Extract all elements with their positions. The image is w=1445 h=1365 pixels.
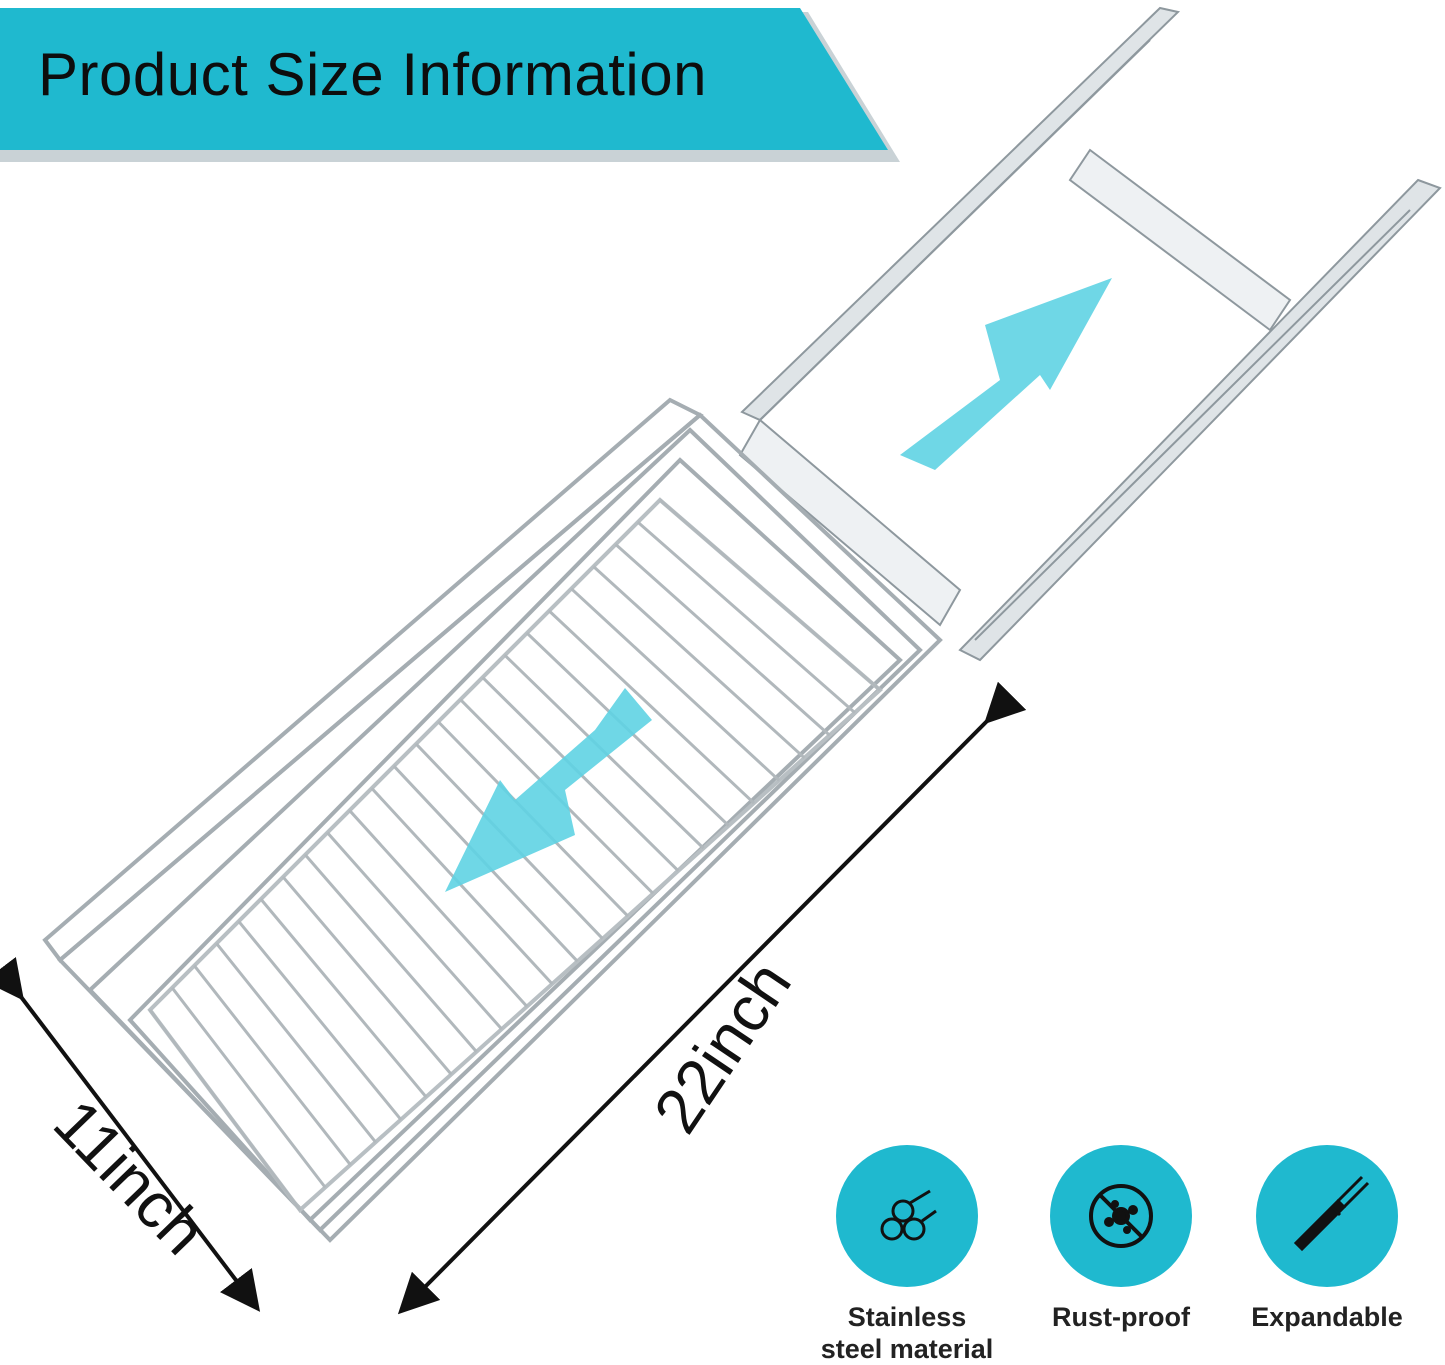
dimension-lines xyxy=(0,681,1027,1315)
basket-wire xyxy=(237,920,403,1121)
page-title: Product Size Information xyxy=(38,41,707,108)
feature-label: Stainless steel material xyxy=(820,1302,994,1364)
feature-expandable: Expandable xyxy=(1222,1145,1432,1333)
basket-wire xyxy=(215,942,377,1144)
feature-rust-proof: Rust-proof xyxy=(1016,1145,1226,1333)
no-rust-icon xyxy=(1050,1145,1192,1287)
title-banner xyxy=(0,8,888,150)
steel-rods-icon xyxy=(836,1145,978,1287)
basket-wire xyxy=(259,898,428,1098)
basket-wire xyxy=(281,875,453,1076)
basket-wire xyxy=(193,964,352,1166)
slide-rail-icon xyxy=(1256,1145,1398,1287)
basket-wire xyxy=(614,543,831,737)
feature-stainless: Stainless steel material xyxy=(802,1145,1012,1365)
basket-wire xyxy=(659,498,881,692)
feature-label: Rust-proof xyxy=(1052,1302,1190,1332)
basket-wire xyxy=(636,521,856,714)
feature-label: Expandable xyxy=(1251,1302,1403,1332)
slide-rails xyxy=(738,6,1442,662)
